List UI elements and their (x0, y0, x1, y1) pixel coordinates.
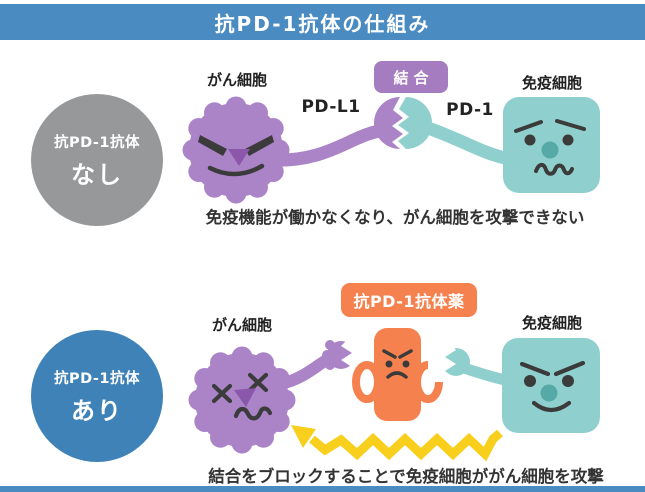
immune-cell-active-icon (502, 338, 600, 433)
condition-circle-with: 抗PD-1抗体 あり (31, 330, 163, 462)
title-bar: 抗PD-1抗体の仕組み (0, 4, 645, 40)
blocker-angry-face-icon (382, 349, 413, 379)
page-title: 抗PD-1抗体の仕組み (214, 11, 431, 36)
pdl1-receptor-icon (263, 97, 403, 167)
footer-strip (0, 486, 645, 492)
cancer-angry-face-icon (198, 135, 274, 177)
condition-label: 抗PD-1抗体 (53, 134, 141, 151)
scene-without-illustration (182, 96, 600, 204)
severed-pd1-receptor-icon (428, 340, 511, 386)
immune-worried-face-icon (514, 119, 586, 176)
immune-cell-label: 免疫細胞 (521, 74, 582, 92)
pdl1-label: PD-L1 (301, 97, 361, 117)
immune-cell-icon (503, 97, 600, 193)
drug-badge: 抗PD-1抗体薬 (341, 283, 477, 317)
pd1-receptor-icon (398, 97, 512, 165)
scene-with-illustration (188, 328, 600, 462)
cancer-cell-label: がん細胞 (211, 316, 272, 334)
condition-label: 抗PD-1抗体 (53, 370, 141, 387)
cancer-cell-icon (182, 96, 290, 204)
binding-badge: 結合 (374, 61, 448, 93)
immune-determined-face-icon (519, 360, 586, 413)
cancer-dead-face-icon (211, 372, 273, 421)
cancer-cell-label: がん細胞 (206, 71, 267, 89)
section-with-caption: 結合をブロックすることで免疫細胞ががん細胞を攻撃 (208, 467, 604, 486)
cancer-cell-defeated-icon (188, 346, 336, 454)
section-without-caption: 免疫機能が働かなくなり、がん細胞を攻撃できない (205, 208, 585, 227)
condition-value-none: なし (71, 160, 123, 189)
attack-arrow-icon (291, 425, 503, 462)
immune-cell-label: 免疫細胞 (521, 314, 582, 332)
pd1-label: PD-1 (446, 100, 494, 120)
condition-circle-without: 抗PD-1抗体 なし (31, 94, 163, 226)
condition-value-present: あり (71, 396, 123, 425)
